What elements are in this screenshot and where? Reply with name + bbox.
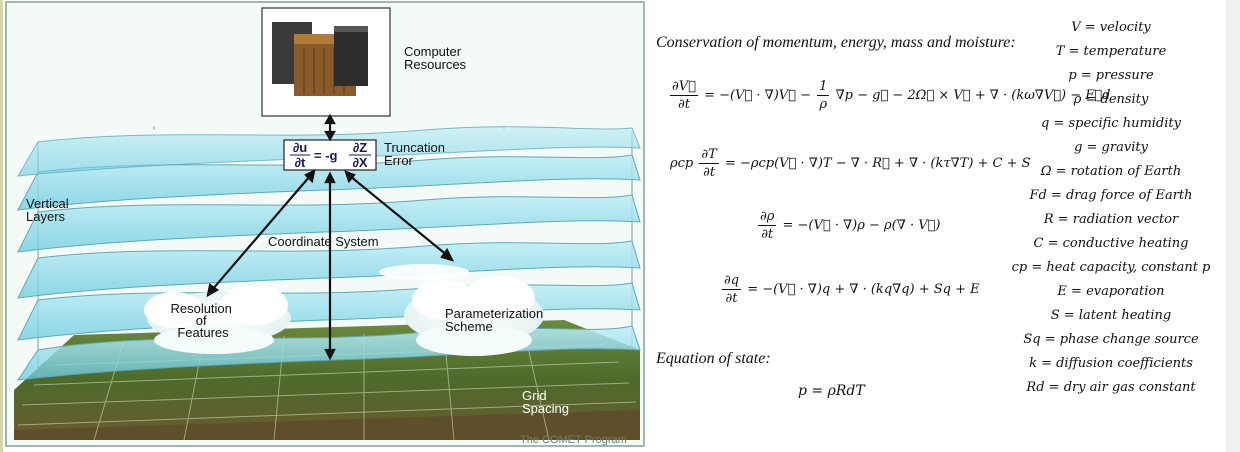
box-rhs-den: ∂X <box>352 155 367 170</box>
energy-lhs: ∂T∂t <box>699 147 719 180</box>
weather-model-diagram: Computer Resources ∂u ∂t = -g ∂Z ∂X Trun… <box>5 1 645 447</box>
box-lhs-den: ∂t <box>295 155 306 170</box>
legend-item: V = velocity <box>1071 20 1151 35</box>
arrow-up-head-icon <box>324 113 336 125</box>
legend-item: C = conductive heating <box>1033 236 1189 251</box>
state-heading: Equation of state: <box>656 350 771 367</box>
legend-item: g = gravity <box>1074 140 1148 155</box>
cloud-left <box>144 285 291 354</box>
arrowhead-param-top-icon <box>344 170 356 184</box>
momentum-lhs: ∂V⃗∂t <box>670 79 698 112</box>
legend-item: q = specific humidity <box>1041 116 1181 131</box>
right-margin <box>1226 0 1240 452</box>
arrowhead-res-bottom-icon <box>206 283 220 298</box>
box-rhs-num: ∂Z <box>353 140 367 155</box>
legend-item: R = radiation vector <box>1043 212 1179 227</box>
coordinate-system-label: Coordinate System <box>268 234 379 249</box>
comet-credit: The COMET Program <box>520 434 627 446</box>
legend-item: Fd = drag force of Earth <box>1029 188 1193 203</box>
legend-item: S = latent heating <box>1050 308 1172 323</box>
moisture-equation: ∂q∂t = −(V⃗ · ∇)q + ∇ · (kq∇q) + Sq + E <box>722 273 980 306</box>
legend-item: cp = heat capacity, constant p <box>1011 260 1211 275</box>
truncation-error-label: Truncation Error <box>384 140 449 168</box>
arrowhead-center-bottom-icon <box>324 348 336 361</box>
supercomputer-icon <box>272 22 368 96</box>
arrowhead-param-bottom-icon <box>440 247 455 262</box>
legend-item: Sq = phase change source <box>1023 332 1199 347</box>
energy-equation: ρcp ∂T∂t = −ρcp(V⃗ · ∇)T − ∇ · R⃗ + ∇ · … <box>670 147 1031 180</box>
legend-item: E = evaporation <box>1057 284 1165 299</box>
moisture-lhs: ∂q∂t <box>722 273 742 306</box>
arrowhead-center-top-icon <box>324 171 336 184</box>
mass-equation: ∂ρ∂t = −(V⃗ · ∇)ρ − ρ(∇ · V⃗) <box>758 209 941 242</box>
legend-item: Rd = dry air gas constant <box>1026 380 1196 395</box>
grid-spacing-label: Grid Spacing <box>522 388 569 416</box>
vertical-layers-label: Vertical Layers <box>26 196 72 224</box>
state-equation: p = ρRdT <box>798 383 865 399</box>
parameterization-label: Parameterization Scheme <box>445 306 547 334</box>
mass-lhs: ∂ρ∂t <box>758 209 777 242</box>
legend-item: k = diffusion coefficients <box>1029 356 1193 371</box>
box-lhs-num: ∂u <box>293 140 307 155</box>
resolution-label: Resolution of Features <box>170 301 235 340</box>
arrows <box>206 113 455 361</box>
cloud-right <box>379 264 544 356</box>
legend-item: T = temperature <box>1055 44 1167 59</box>
legend-item: ρ = density <box>1073 92 1149 107</box>
variable-legend: V = velocity T = temperature p = pressure ρ… <box>1000 16 1222 400</box>
conservation-heading: Conservation of momentum, energy, mass a… <box>656 34 1016 51</box>
arrow-down-head-icon <box>324 130 336 142</box>
box-mid: = -g <box>314 148 338 163</box>
legend-item: Ω = rotation of Earth <box>1040 164 1182 179</box>
computer-resources-label: Computer Resources <box>404 44 467 72</box>
arrowhead-res-top-icon <box>304 169 316 184</box>
legend-item: p = pressure <box>1068 68 1154 83</box>
terrain-edge <box>14 410 640 440</box>
